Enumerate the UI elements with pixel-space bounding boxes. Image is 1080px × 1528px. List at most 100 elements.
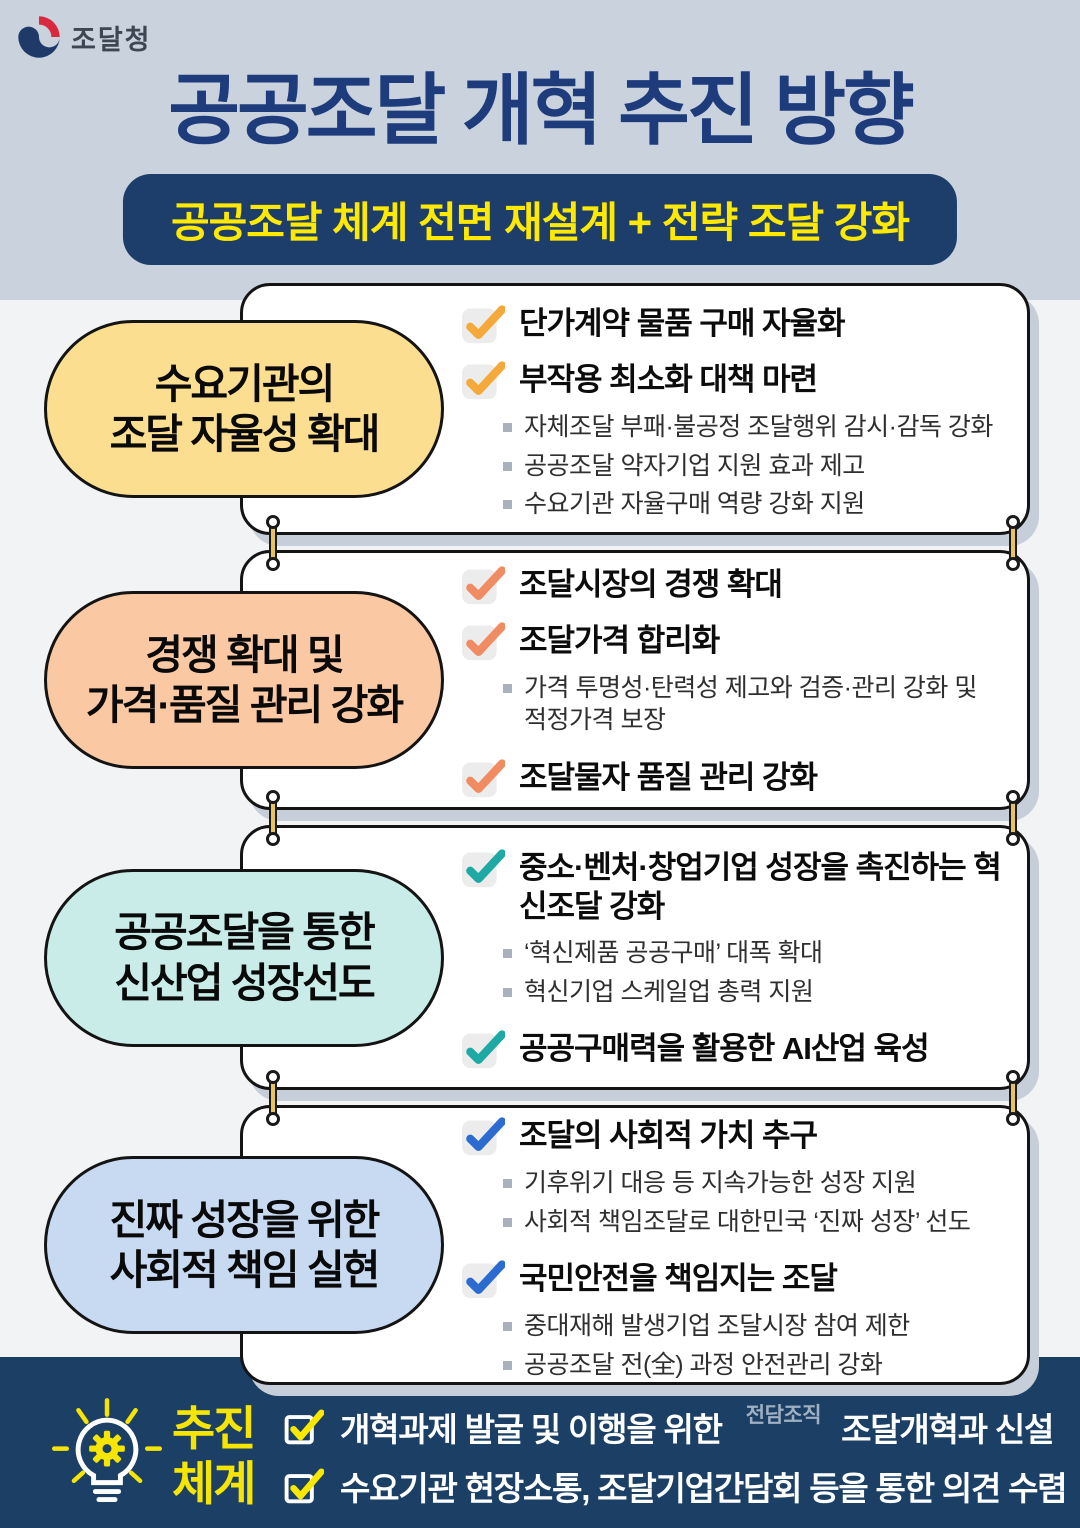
bullet-item: 혁신기업 스케일업 총력 지원 — [503, 976, 1003, 1009]
check-item: 조달의 사회적 가치 추구 — [461, 1116, 1003, 1156]
bullet-square-icon — [503, 1322, 512, 1331]
footer-row-tag: 전담조직 — [745, 1404, 822, 1427]
binder-ring-icon — [1006, 1069, 1020, 1126]
binder-ring-icon — [1006, 789, 1020, 846]
bullet-item: 공공조달 전(全) 과정 안전관리 강화 — [503, 1349, 1003, 1382]
bullet-item: 중대재해 발생기업 조달시장 참여 제한 — [503, 1310, 1003, 1343]
check-icon — [462, 1117, 505, 1156]
check-item: 중소·벤처·창업기업 성장을 촉진하는 혁신조달 강화 — [461, 848, 1003, 926]
check-item-label: 조달가격 합리화 — [519, 622, 720, 658]
footer-label-line: 체계 — [172, 1457, 256, 1511]
bullet-item-label: 공공조달 전(全) 과정 안전관리 강화 — [524, 1350, 883, 1379]
bullet-item: 자체조달 부패·불공정 조달행위 감시·감독 강화 — [503, 411, 1003, 444]
bullet-item: ‘혁신제품 공공구매’ 대폭 확대 — [503, 937, 1003, 970]
bullet-item-label: 공공조달 약자기업 지원 효과 제고 — [524, 451, 865, 480]
bullet-item-label: 혁신기업 스케일업 총력 지원 — [524, 977, 814, 1006]
header: 조달청 공공조달 개혁 추진 방향 공공조달 체계 전면 재설계 + 전략 조달… — [0, 0, 1080, 300]
footer-row-text: 조달개혁과 신설 — [841, 1411, 1054, 1448]
section-new-industry: 중소·벤처·창업기업 성장을 촉진하는 혁신조달 강화 ‘혁신제품 공공구매’ 대… — [0, 825, 1080, 1090]
check-icon — [462, 758, 505, 797]
bullet-item: 가격 투명성·탄력성 제고와 검증·관리 강화 및 적정가격 보장 — [503, 672, 1003, 737]
check-item: 부작용 최소화 대책 마련 — [461, 360, 1003, 400]
checkbox-icon — [284, 1467, 324, 1503]
section-pill-label: 진짜 성장을 위한 — [109, 1196, 381, 1243]
binder-ring-icon — [266, 1069, 280, 1126]
section-pill-label: 사회적 책임 실현 — [109, 1247, 381, 1293]
check-item: 단가계약 물품 구매 자율화 — [461, 304, 1003, 344]
bullet-square-icon — [503, 500, 512, 510]
bullet-square-icon — [503, 987, 512, 997]
section-pill-label: 조달 자율성 확대 — [109, 411, 381, 457]
check-item: 조달물자 품질 관리 강화 — [461, 758, 1003, 798]
section-card-content: 중소·벤처·창업기업 성장을 촉진하는 혁신조달 강화 ‘혁신제품 공공구매’ 대… — [243, 828, 1027, 1087]
section-pill-label: 신산업 성장선도 — [114, 959, 375, 1006]
footer-check-row: 수요기관 현장소통, 조달기업간담회 등을 통한 의견 수렴 — [284, 1462, 1068, 1510]
taegeuk-logo-icon — [18, 16, 60, 58]
bullet-square-icon — [503, 949, 512, 959]
check-item-label: 조달물자 품질 관리 강화 — [519, 759, 818, 795]
card-connector — [1004, 1069, 1022, 1127]
bullet-item-label: ‘혁신제품 공공구매’ 대폭 확대 — [524, 939, 823, 968]
logo-text: 조달청 — [71, 24, 152, 55]
bullet-item-label: 사회적 책임조달로 대한민국 ‘진짜 성장’ 선도 — [524, 1207, 971, 1236]
page-title: 공공조달 개혁 추진 방향 — [168, 66, 915, 154]
checkbox-icon — [284, 1408, 324, 1444]
section-pill-label: 수요기관의 — [154, 360, 336, 407]
check-item-label: 단가계약 물품 구매 자율화 — [519, 306, 846, 342]
check-icon — [462, 565, 505, 604]
check-icon — [462, 361, 505, 400]
card-connector — [264, 1069, 282, 1127]
section-pill-label: 가격·품질 관리 강화 — [85, 682, 404, 728]
footer-row-text: 수요기관 현장소통, 조달기업간담회 등을 통한 의견 수렴 — [340, 1470, 1068, 1507]
lightbulb-gear-icon — [52, 1398, 162, 1503]
check-item-label: 조달의 사회적 가치 추구 — [519, 1118, 818, 1153]
bullet-item-label: 중대재해 발생기업 조달시장 참여 제한 — [524, 1312, 910, 1340]
subtitle-badge: 공공조달 체계 전면 재설계 + 전략 조달 강화 — [122, 174, 958, 265]
check-item: 공공구매력을 활용한 AI산업 육성 — [461, 1029, 1003, 1069]
card-connector — [264, 514, 282, 572]
bullet-square-icon — [503, 1360, 512, 1370]
bullet-item-label: 기후위기 대응 등 지속가능한 성장 지원 — [524, 1169, 917, 1197]
check-item: 조달시장의 경쟁 확대 — [461, 565, 1003, 605]
check-icon — [462, 1260, 505, 1299]
card-connector — [264, 789, 282, 847]
bullet-square-icon — [503, 423, 512, 433]
footer-check-row: 개혁과제 발굴 및 이행을 위한 전담조직 조달개혁과 신설 — [284, 1403, 1066, 1451]
bullet-item-label: 수요기관 자율구매 역량 강화 지원 — [524, 490, 865, 519]
logo: 조달청 — [16, 14, 152, 60]
binder-ring-icon — [266, 514, 280, 571]
bullet-item-label: 가격 투명성·탄력성 제고와 검증·관리 강화 및 적정가격 보장 — [524, 673, 977, 735]
check-item: 조달가격 합리화 — [461, 621, 1003, 661]
check-item-label: 중소·벤처·창업기업 성장을 촉진하는 혁신조달 강화 — [519, 849, 1002, 924]
bullet-square-icon — [503, 461, 512, 471]
check-item-label: 부작용 최소화 대책 마련 — [519, 362, 818, 398]
card-connector — [1004, 514, 1022, 572]
check-item-label: 공공구매력을 활용한 AI산업 육성 — [519, 1031, 930, 1067]
check-item-label: 조달시장의 경쟁 확대 — [519, 566, 783, 602]
check-item-label: 국민안전을 책임지는 조달 — [519, 1261, 838, 1296]
check-icon — [462, 621, 505, 660]
section-pill-label: 공공조달을 통한 — [114, 909, 375, 956]
bullet-square-icon — [503, 1179, 512, 1188]
bullet-item: 수요기관 자율구매 역량 강화 지원 — [503, 488, 1003, 521]
check-icon — [462, 849, 505, 888]
bullet-item: 공공조달 약자기업 지원 효과 제고 — [503, 450, 1003, 483]
bullet-square-icon — [503, 683, 512, 693]
footer-label-line: 추진 — [172, 1402, 256, 1455]
check-icon — [462, 305, 505, 344]
bullet-square-icon — [503, 1217, 512, 1227]
footer-row-text: 개혁과제 발굴 및 이행을 위한 — [340, 1411, 723, 1448]
check-icon — [462, 1030, 505, 1069]
binder-ring-icon — [266, 789, 280, 846]
